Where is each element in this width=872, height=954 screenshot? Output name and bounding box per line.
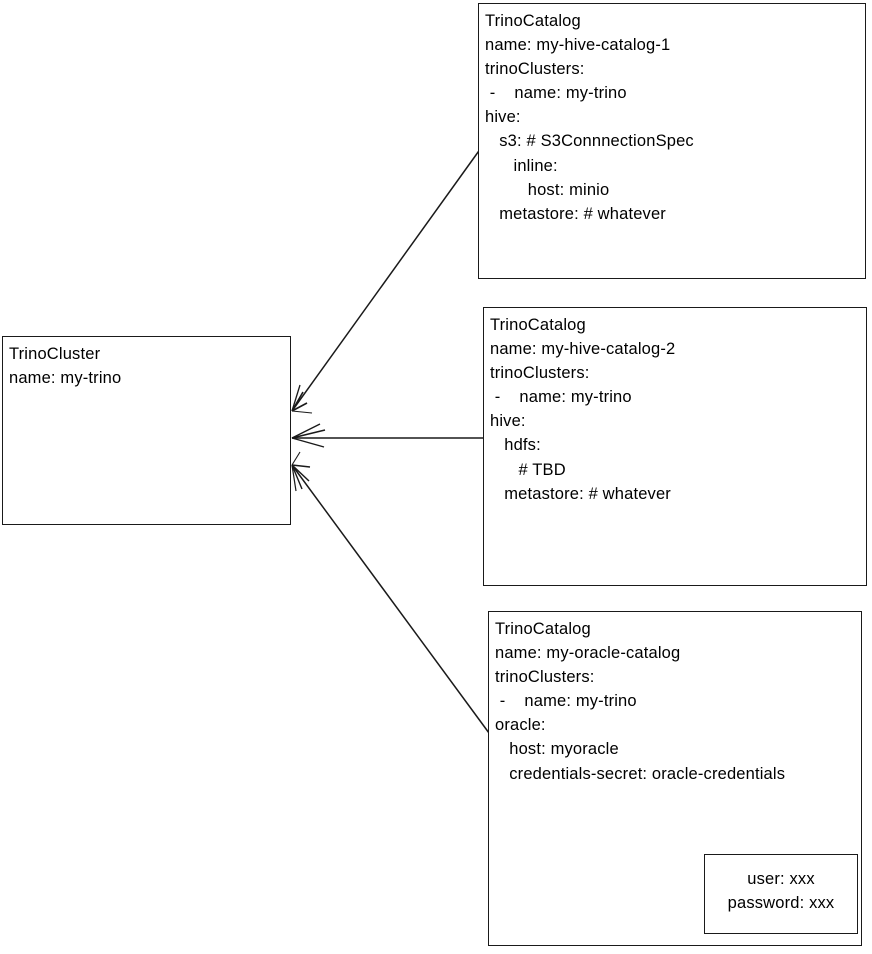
node-catalog-hive-1[interactable]: TrinoCatalog name: my-hive-catalog-1 tri… [478, 3, 866, 279]
node-oracle-secret-line-1: password: xxx [727, 894, 835, 913]
node-catalog-oracle-body: TrinoCatalog name: my-oracle-catalog tri… [489, 612, 861, 786]
node-catalog-hive-1-line-1: name: my-hive-catalog-1 [485, 36, 671, 55]
node-catalog-hive-1-line-4: hive: [485, 108, 521, 127]
node-catalog-hive-2-line-6: # TBD [490, 460, 566, 479]
node-catalog-hive-1-line-7: host: minio [485, 180, 610, 199]
node-catalog-hive-2-line-7: metastore: # whatever [490, 484, 671, 503]
node-catalog-oracle-line-0: TrinoCatalog [495, 620, 591, 638]
node-trino-cluster[interactable]: TrinoCluster name: my-trino [2, 336, 291, 525]
node-catalog-hive-2-line-0: TrinoCatalog [490, 316, 586, 334]
node-catalog-hive-2-line-3: - name: my-trino [490, 388, 632, 407]
node-trino-cluster-body: TrinoCluster name: my-trino [3, 337, 290, 390]
node-oracle-secret[interactable]: user: xxx password: xxx [704, 854, 858, 934]
node-catalog-oracle-line-6: credentials-secret: oracle-credentials [495, 764, 786, 783]
node-catalog-hive-1-line-0: TrinoCatalog [485, 12, 581, 30]
node-catalog-hive-2-body: TrinoCatalog name: my-hive-catalog-2 tri… [484, 308, 866, 506]
node-catalog-hive-1-body: TrinoCatalog name: my-hive-catalog-1 tri… [479, 4, 865, 226]
node-catalog-oracle-line-3: - name: my-trino [495, 692, 637, 711]
node-catalog-hive-1-line-6: inline: [485, 156, 558, 175]
node-catalog-hive-1-line-5: s3: # S3ConnnectionSpec [485, 132, 694, 151]
node-oracle-secret-line-0: user: xxx [747, 870, 815, 888]
node-trino-cluster-line-1: name: my-trino [9, 369, 122, 388]
node-oracle-secret-body: user: xxx password: xxx [705, 855, 857, 915]
node-catalog-hive-2-line-5: hdfs: [490, 436, 541, 455]
connector-catalog-hive-2 [291, 423, 483, 448]
node-catalog-hive-2[interactable]: TrinoCatalog name: my-hive-catalog-2 tri… [483, 307, 867, 586]
connector-catalog-oracle [291, 451, 490, 734]
connector-catalog-hive-1 [291, 147, 482, 414]
node-catalog-hive-1-line-3: - name: my-trino [485, 84, 627, 103]
node-catalog-oracle[interactable]: TrinoCatalog name: my-oracle-catalog tri… [488, 611, 862, 946]
node-catalog-hive-2-line-2: trinoClusters: [490, 364, 590, 383]
node-trino-cluster-line-0: TrinoCluster [9, 345, 101, 363]
node-catalog-hive-2-line-4: hive: [490, 412, 526, 431]
node-catalog-oracle-line-5: host: myoracle [495, 740, 619, 759]
node-catalog-oracle-line-2: trinoClusters: [495, 668, 595, 687]
node-catalog-oracle-line-4: oracle: [495, 716, 546, 735]
node-catalog-hive-2-line-1: name: my-hive-catalog-2 [490, 340, 676, 359]
node-catalog-hive-1-line-2: trinoClusters: [485, 60, 585, 79]
node-catalog-oracle-line-1: name: my-oracle-catalog [495, 644, 681, 663]
node-catalog-hive-1-line-8: metastore: # whatever [485, 204, 666, 223]
